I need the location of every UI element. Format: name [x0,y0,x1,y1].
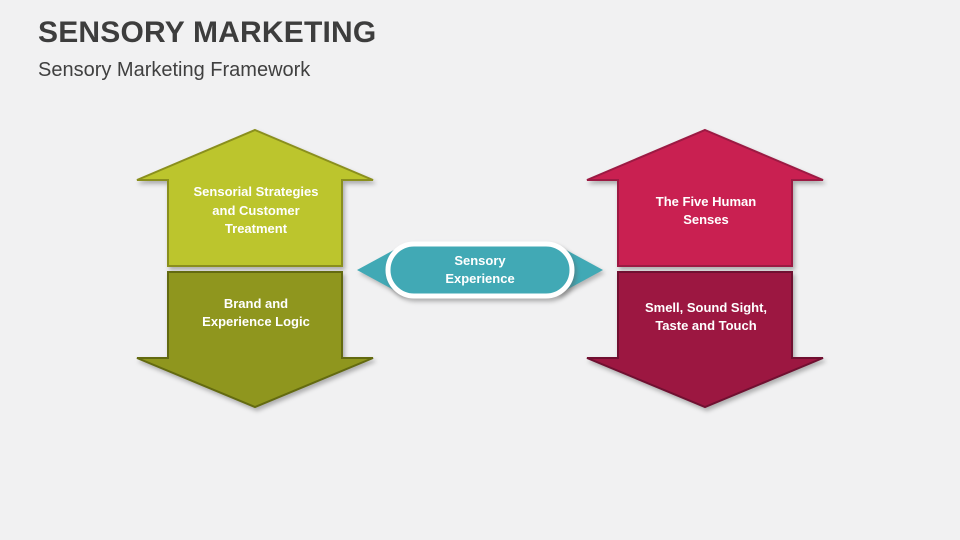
slide-subtitle: Sensory Marketing Framework [38,59,311,81]
right-down-arrow-shape [586,271,824,409]
right-up-arrow-shape [586,128,824,267]
left-up-arrow-shape [136,128,374,267]
left-down-arrow-shape [136,271,374,409]
slide-title: SENSORY MARKETING [38,16,377,49]
center-pill-shape [385,241,575,299]
